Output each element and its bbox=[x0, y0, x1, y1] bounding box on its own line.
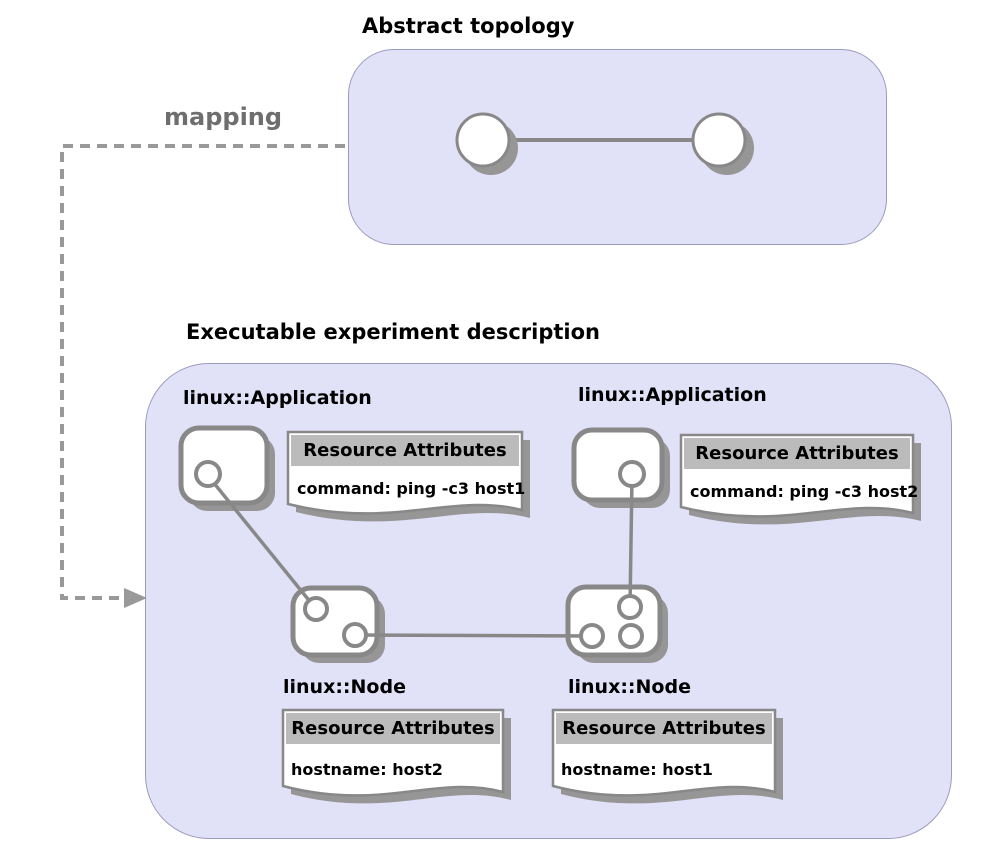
resource-note1-body: command: ping -c3 host1 bbox=[297, 479, 526, 498]
resource-note4-body: hostname: host1 bbox=[561, 760, 713, 779]
experiment-description-panel bbox=[145, 363, 952, 839]
resource-note2-title: Resource Attributes bbox=[695, 443, 899, 464]
experiment-description-title: Executable experiment description bbox=[186, 320, 600, 344]
resource-note3-title: Resource Attributes bbox=[291, 718, 495, 739]
abstract-topology-panel bbox=[348, 49, 887, 245]
resource-note1-title: Resource Attributes bbox=[303, 440, 507, 461]
node2-label: linux::Node bbox=[568, 676, 691, 698]
resource-note2-body: command: ping -c3 host2 bbox=[690, 482, 919, 501]
application1-label: linux::Application bbox=[183, 387, 372, 409]
node1-label: linux::Node bbox=[283, 676, 406, 698]
mapping-label: mapping bbox=[164, 103, 283, 131]
resource-note3-body: hostname: host2 bbox=[291, 760, 443, 779]
mapping-arrowhead-icon bbox=[124, 588, 147, 608]
application2-label: linux::Application bbox=[578, 384, 767, 406]
resource-note4-title: Resource Attributes bbox=[562, 718, 766, 739]
abstract-topology-title: Abstract topology bbox=[362, 14, 575, 38]
